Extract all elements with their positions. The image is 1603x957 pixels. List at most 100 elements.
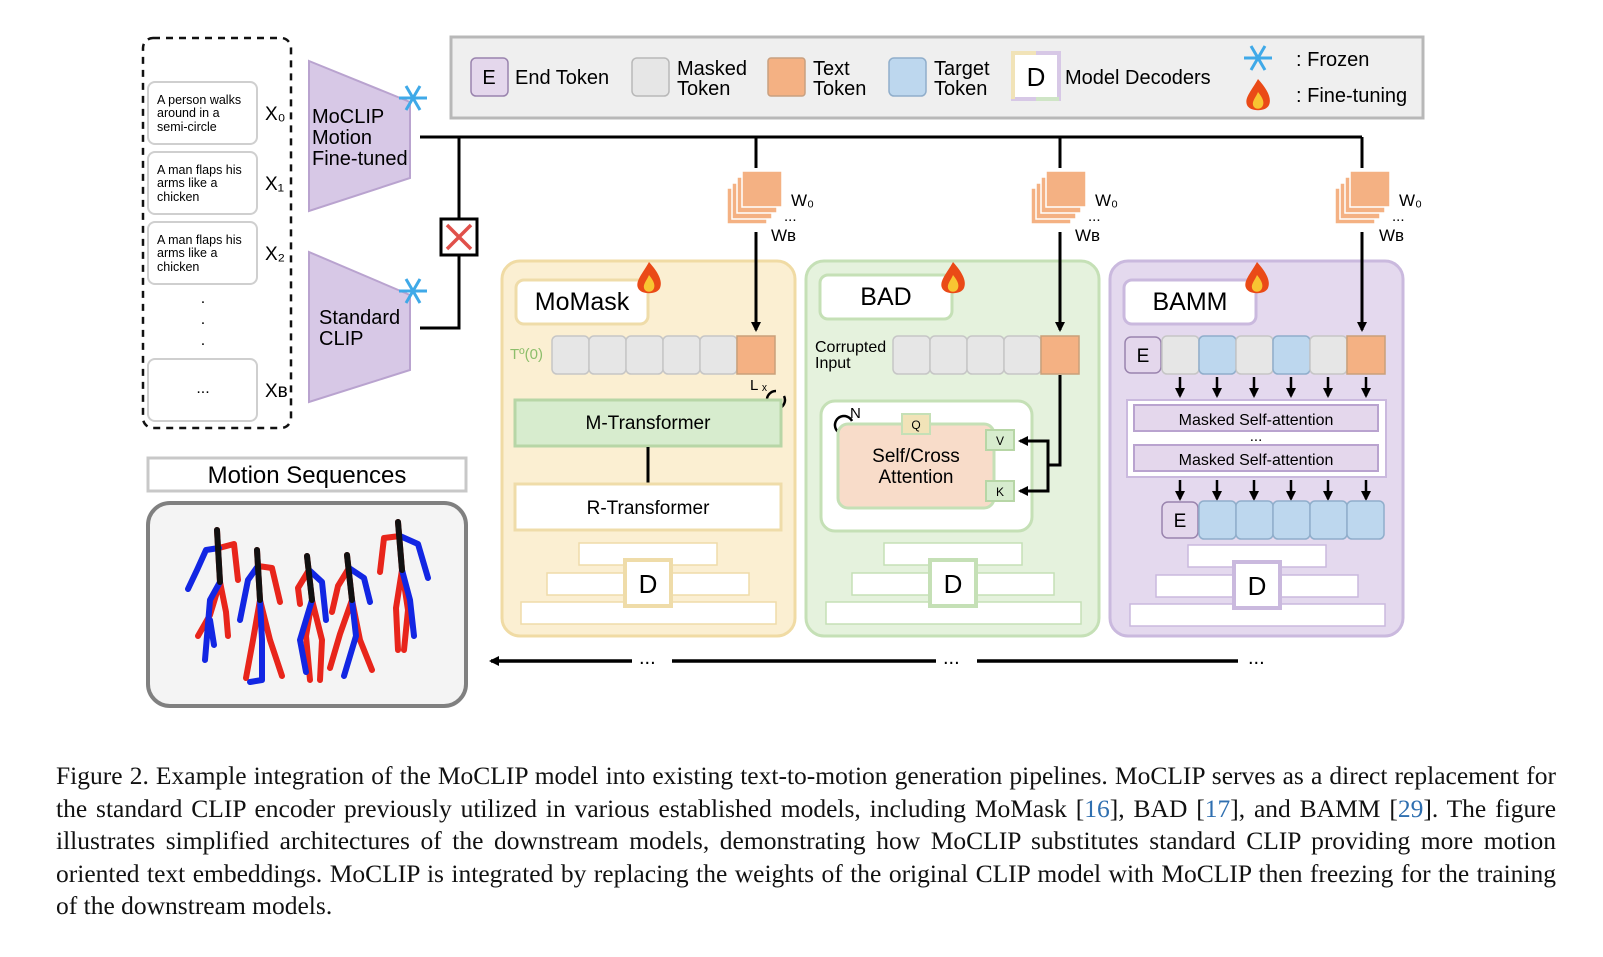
bad-stack-dots: ...	[1088, 208, 1101, 225]
bamm-output-row: E	[1161, 500, 1385, 540]
masked-self-attention-2-label: Masked Self-attention	[1179, 452, 1334, 469]
standard-clip-encoder	[308, 250, 411, 404]
bamm-attention-dots: ...	[1250, 428, 1263, 445]
legend-masked-token-swatch	[631, 57, 670, 97]
momask-token-row	[551, 335, 776, 375]
input-dashed-box	[141, 36, 293, 430]
momask-t-label: Tº(0)	[510, 346, 543, 363]
momask-panel: MoMask Tº(0) L ₓ M-Transformer R-Transfo…	[500, 232, 797, 638]
legend: E End Token Masked Token Text Token Targ…	[449, 35, 1425, 120]
flow-dots-1: ...	[1248, 647, 1265, 669]
bad-wb-label: Wʙ	[1075, 226, 1100, 245]
legend-decoder-letter: D	[1027, 62, 1046, 92]
input-0-line-1: A person walks	[157, 93, 241, 107]
bad-title: BAD	[860, 283, 911, 311]
legend-masked-token-label-1: Masked	[677, 58, 747, 80]
query-port	[901, 413, 931, 435]
legend-text-token-label-1: Text	[813, 58, 850, 80]
bad-loop-label: N	[850, 405, 861, 422]
caption-text-3: ], and BAMM [	[1230, 793, 1398, 823]
caption-text-1: Figure 2. Example integration of the MoC…	[56, 761, 1556, 823]
legend-target-token-label-1: Target	[934, 58, 990, 80]
input-2-line-3: chicken	[157, 260, 199, 274]
masked-self-attention-2	[1133, 444, 1379, 472]
input-0-line-3: semi-circle	[157, 120, 217, 134]
clip-label-1: Standard	[319, 307, 400, 329]
bad-w0-label: W₀	[1095, 191, 1118, 210]
bad-title-box	[818, 273, 954, 321]
input-0-line-2: around in a	[157, 106, 220, 120]
legend-target-token-swatch	[888, 57, 927, 97]
input-2-label: X₂	[265, 244, 285, 265]
connections	[420, 135, 1364, 330]
attention-label-2: Attention	[879, 467, 954, 488]
momask-loop-label: L ₓ	[750, 377, 767, 394]
input-b-label: Xʙ	[265, 381, 288, 402]
momask-title-box	[514, 278, 650, 326]
input-2-line-1: A man flaps his	[157, 233, 242, 247]
legend-masked-token-label-2: Token	[677, 78, 730, 100]
bamm-wb-label: Wʙ	[1379, 226, 1404, 245]
bamm-stack-dots: ...	[1392, 208, 1405, 225]
m-transformer-box	[513, 398, 783, 448]
clip-label-2: CLIP	[319, 328, 363, 350]
bamm-title-box	[1122, 278, 1258, 326]
legend-end-token-swatch	[470, 57, 509, 97]
input-1-label: X₁	[265, 174, 284, 195]
input-text-box-b	[147, 358, 258, 422]
masked-self-attention-1-label: Masked Self-attention	[1179, 412, 1334, 429]
legend-frozen-label: : Frozen	[1296, 49, 1369, 71]
key-port	[985, 480, 1015, 502]
bamm-input-arrows	[1175, 377, 1371, 398]
encoders: MoCLIP Motion Fine-tuned Standard CLIP	[308, 59, 429, 404]
caption-ref-bamm[interactable]: 29	[1397, 793, 1424, 823]
legend-finetuning-label: : Fine-tuning	[1296, 85, 1407, 107]
architecture-diagram: E End Token Masked Token Text Token Targ…	[141, 35, 1425, 708]
momask-decoder-letter: D	[639, 569, 658, 599]
flow-dots-3: ...	[639, 647, 656, 669]
input-2-line-2: arms like a	[157, 246, 217, 260]
input-0-label: X₀	[265, 104, 286, 125]
bad-corrupted-label-1: Corrupted	[815, 339, 886, 356]
value-label: V	[996, 434, 1004, 448]
motion-sequences-panel	[146, 501, 468, 708]
bamm-end-token-letter: E	[1137, 346, 1150, 367]
momask-title: MoMask	[535, 288, 630, 316]
output-flow: ... ... ...	[489, 647, 1265, 669]
legend-end-token-letter: E	[482, 67, 495, 89]
value-port	[985, 429, 1015, 451]
input-1-line-1: A man flaps his	[157, 163, 242, 177]
vdot-3: .	[201, 332, 205, 349]
r-transformer-label: R-Transformer	[587, 498, 710, 519]
bamm-decoder: D	[1129, 544, 1386, 627]
token-stack-bad: W₀ ... Wʙ	[1030, 170, 1118, 245]
momask-w0-label: W₀	[791, 191, 814, 210]
caption-ref-momask[interactable]: 16	[1084, 793, 1110, 823]
legend-target-token-label-2: Token	[934, 78, 987, 100]
bamm-decoder-letter: D	[1248, 571, 1267, 601]
moclip-encoder	[308, 59, 411, 213]
caption-text-4: ]. The figure illustrates simplified arc…	[56, 793, 1557, 921]
input-text-box-2	[147, 221, 258, 285]
token-stack-momask: W₀ ... Wʙ	[726, 170, 814, 245]
bamm-output-end-letter: E	[1174, 511, 1187, 532]
query-label: Q	[911, 418, 920, 432]
motion-sequences-title: Motion Sequences	[208, 462, 407, 489]
masked-self-attention-1	[1133, 404, 1379, 432]
bad-corrupted-label-2: Input	[815, 355, 851, 372]
vdot-1: .	[201, 290, 205, 307]
momask-stack-dots: ...	[784, 208, 797, 225]
motion-sequences-title-box	[146, 456, 468, 493]
m-transformer-label: M-Transformer	[586, 413, 712, 434]
bamm-title: BAMM	[1153, 288, 1228, 316]
caption-ref-bad[interactable]: 17	[1204, 793, 1231, 823]
motion-sequences: Motion Sequences	[146, 456, 468, 708]
input-b-dots: ...	[196, 380, 209, 397]
stick-figures	[185, 519, 431, 685]
bad-panel: BAD Corrupted Input N Self/Cross Attenti…	[804, 232, 1101, 638]
legend-text-token-swatch	[767, 57, 806, 97]
attention-label-1: Self/Cross	[872, 446, 960, 467]
caption-text-2: ], BAD [	[1109, 793, 1205, 823]
moclip-label-3: Fine-tuned	[312, 148, 408, 170]
bamm-panel: BAMM E Masked Self-attention ... Masked …	[1108, 232, 1405, 638]
